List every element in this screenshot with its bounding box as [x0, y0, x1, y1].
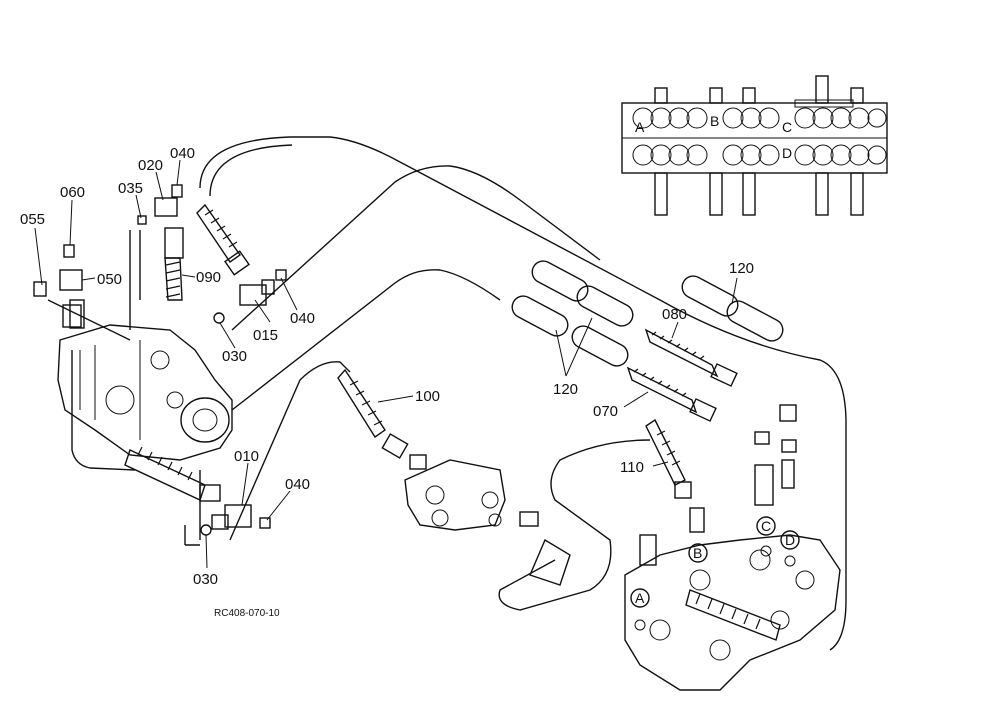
control-valve-bank: A B C D [621, 75, 888, 216]
callout-070: 070 [593, 403, 618, 420]
hose-100 [337, 368, 409, 459]
port-label-d-top: D [782, 145, 792, 161]
callout-labels: 055 060 050 035 020 040 090 040 015 030 … [20, 145, 754, 588]
drawing-code: RC408-070-10 [214, 608, 280, 619]
callout-010: 010 [234, 448, 259, 465]
port-label-b-bottom: B [693, 545, 702, 561]
callout-030-lower: 030 [193, 571, 218, 588]
hose-090 [164, 203, 250, 301]
hose-070 [626, 366, 717, 422]
hose-pump-lower [124, 446, 221, 502]
hose-routes [47, 136, 847, 651]
valve-port-markers: A B C D [630, 516, 800, 608]
port-label-a-top: A [635, 119, 645, 135]
callout-020: 020 [138, 157, 163, 174]
callout-060: 060 [60, 184, 85, 201]
callout-040-mid: 040 [290, 310, 315, 327]
callout-015: 015 [253, 327, 278, 344]
callout-040-low: 040 [285, 476, 310, 493]
callout-080: 080 [662, 306, 687, 323]
port-label-c-bottom: C [761, 518, 771, 534]
callout-090: 090 [196, 269, 221, 286]
callout-035: 035 [118, 180, 143, 197]
hose-080 [644, 328, 738, 387]
callout-110: 110 [620, 459, 644, 476]
callout-100: 100 [415, 388, 440, 405]
port-label-d-bottom: D [785, 532, 795, 548]
port-label-c-top: C [782, 119, 792, 135]
callout-040-top: 040 [170, 145, 195, 162]
callout-030-upper: 030 [222, 348, 247, 365]
leader-lines [34, 159, 738, 569]
callout-120-upper: 120 [729, 260, 754, 277]
callout-120-lower: 120 [553, 381, 578, 398]
hose-valve-lower [529, 538, 781, 641]
port-label-b-top: B [710, 113, 719, 129]
fittings [33, 184, 797, 566]
hose-sleeve-120 [511, 260, 784, 367]
callout-055: 055 [20, 211, 45, 228]
pilot-valve-block [404, 454, 539, 531]
hose-110 [645, 418, 705, 533]
hydraulic-pump [57, 304, 233, 461]
control-valve-lower [624, 534, 841, 691]
port-label-a-bottom: A [635, 590, 645, 606]
callout-050: 050 [97, 271, 122, 288]
